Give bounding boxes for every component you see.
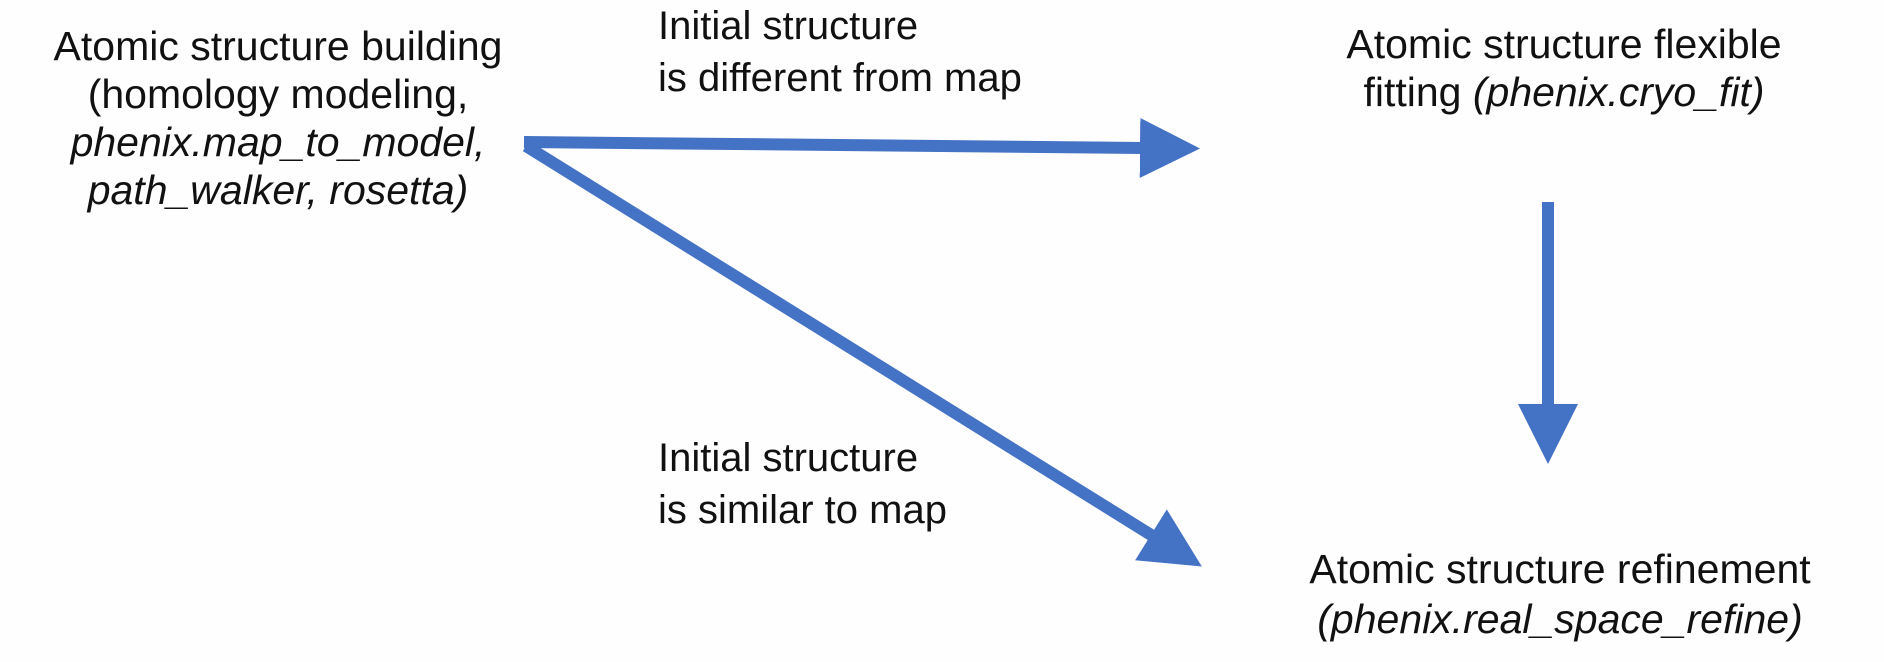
node-structure-building-line2: (homology modeling, <box>87 71 469 117</box>
edge-label-different-line2: is different from map <box>658 56 1022 100</box>
node-flexible-fitting-line2-prefix: fitting <box>1363 69 1473 115</box>
arrow-building-to-fitting <box>523 117 1200 178</box>
node-structure-building: Atomic structure building (homology mode… <box>0 22 556 214</box>
node-flexible-fitting-line2: fitting (phenix.cryo_fit) <box>1264 68 1864 116</box>
node-refinement: Atomic structure refinement (phenix.real… <box>1248 544 1872 644</box>
edge-label-different-line1: Initial structure <box>658 4 919 48</box>
node-structure-building-line3: phenix.map_to_model, <box>70 119 486 165</box>
node-flexible-fitting-line1: Atomic structure flexible <box>1346 21 1782 67</box>
node-flexible-fitting: Atomic structure flexible fitting (pheni… <box>1264 20 1864 116</box>
node-refinement-line2: (phenix.real_space_refine) <box>1317 596 1803 642</box>
edge-label-similar-line1: Initial structure <box>658 436 919 480</box>
node-flexible-fitting-line2-program: (phenix.cryo_fit) <box>1472 69 1765 115</box>
edge-label-similar-to-map: Initial structure is similar to map <box>658 432 947 536</box>
node-structure-building-line1: Atomic structure building <box>53 23 503 69</box>
edge-label-similar-line2: is similar to map <box>658 488 947 532</box>
node-refinement-line1: Atomic structure refinement <box>1309 546 1811 592</box>
edge-label-different-from-map: Initial structure is different from map <box>658 0 1022 104</box>
arrow-building-to-refinement <box>522 140 1202 567</box>
node-structure-building-line4: path_walker, rosetta) <box>87 167 469 213</box>
